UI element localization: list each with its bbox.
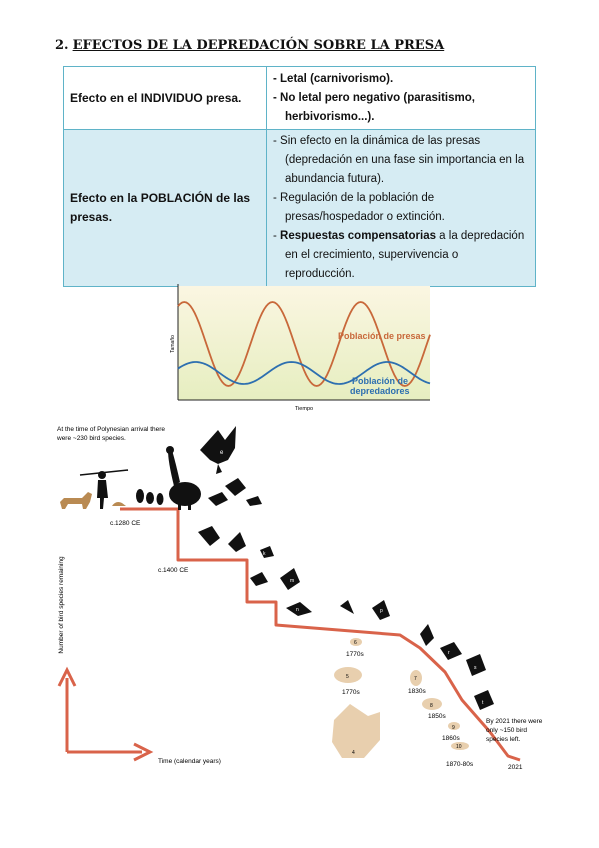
row-content-individuo: Letal (carnivorismo). No letal pero nega… [266, 66, 536, 130]
hunter-silhouette [79, 469, 129, 509]
effects-table: Efecto en el INDIVIDUO presa. Letal (car… [63, 66, 536, 287]
end-text-line2: only ~150 bird [486, 727, 527, 734]
bird-letter-s: s [474, 665, 477, 671]
bird-letter-n: n [296, 607, 299, 613]
legend-predator-line2: depredadores [350, 386, 410, 396]
table-row: Efecto en la POBLACIÓN de las presas. Si… [63, 129, 536, 287]
list-item: No letal pero negativo (parasitismo, her… [273, 89, 529, 127]
mammal-number-6: 6 [354, 640, 357, 646]
bird-letter-e: e [220, 450, 224, 456]
date-label: c.1280 CE [110, 520, 141, 527]
introduced-mammals [332, 638, 469, 758]
row-label-individuo: Efecto en el INDIVIDUO presa. [63, 66, 267, 130]
mammal-number-9: 9 [452, 725, 455, 731]
prey-series-line [177, 301, 431, 387]
mammal-number-5: 5 [346, 674, 349, 680]
bird-letter-d: d [184, 476, 187, 482]
small-birds-top [136, 478, 262, 506]
eagle-silhouette [200, 426, 236, 474]
intro-text-line1: At the time of Polynesian arrival there [57, 426, 165, 433]
x-axis-label: Time (calendar years) [158, 758, 221, 765]
y-axis-label: Tamaño [170, 335, 176, 353]
date-label: c.1400 CE [158, 567, 189, 574]
x-axis-label: Tiempo [295, 406, 313, 412]
legend-predator-line1: Población de [352, 376, 408, 386]
middle-step-birds [198, 526, 390, 620]
row-content-poblacion: Sin efecto en la dinámica de las presas … [266, 129, 536, 287]
date-label: 1830s [408, 688, 426, 695]
mammal-number-7: 7 [414, 676, 417, 682]
date-label: 1860s [442, 735, 460, 742]
predator-prey-chart: Tamaño Tiempo Población de presas Poblac… [170, 284, 431, 412]
list-item: Regulación de la población de presas/hos… [273, 189, 529, 227]
date-label: 1770s [346, 651, 364, 658]
legend-prey: Población de presas [338, 331, 426, 341]
bird-letter-r: r [448, 650, 450, 656]
emphasis-text: Respuestas compensatorias [280, 230, 436, 242]
date-label: 1770s [342, 689, 360, 696]
intro-text-line2: were ~230 bird species. [56, 435, 126, 442]
bird-letter-p: p [380, 608, 383, 614]
end-text-line1: By 2021 there were [486, 718, 543, 725]
predator-series-line [177, 361, 431, 385]
extinction-figure: At the time of Polynesian arrival there … [56, 426, 543, 771]
section-number: 2. [55, 38, 69, 53]
list-item: Sin efecto en la dinámica de las presas … [273, 132, 529, 189]
x-axis-arrowhead [133, 742, 154, 762]
date-label: 1850s [428, 713, 446, 720]
species-step-line [120, 507, 521, 762]
date-label: 1870-80s [446, 761, 474, 768]
mammal-number-8: 8 [430, 703, 433, 709]
ship-number-4: 4 [352, 750, 355, 756]
bird-letter-m: m [290, 578, 294, 584]
table-row: Efecto en el INDIVIDUO presa. Letal (car… [63, 66, 536, 130]
plot-background [178, 286, 430, 400]
y-axis-label: Number of bird species remaining [58, 556, 65, 654]
moa-silhouette [166, 446, 201, 510]
list-item: Respuestas compensatorias a la depredaci… [273, 227, 529, 284]
section-heading: 2.EFECTOS DE LA DEPREDACIÓN SOBRE LA PRE… [55, 38, 444, 53]
list-item-rest: a la depredación en el crecimiento, supe… [285, 230, 525, 280]
section-title: EFECTOS DE LA DEPREDACIÓN SOBRE LA PRESA [72, 38, 445, 53]
list-item: Letal (carnivorismo). [273, 70, 529, 89]
rat-silhouette [112, 502, 126, 506]
end-text-line3: species left. [486, 736, 521, 743]
row-label-poblacion: Efecto en la POBLACIÓN de las presas. [63, 129, 267, 287]
lower-step-birds [420, 624, 494, 710]
mammal-number-10: 10 [456, 744, 462, 750]
bird-letter-t: t [482, 700, 484, 706]
dog-silhouette [60, 492, 92, 509]
date-label: 2021 [508, 764, 523, 771]
y-axis-arrowhead [57, 666, 77, 687]
bird-letter-k: k [263, 551, 266, 557]
